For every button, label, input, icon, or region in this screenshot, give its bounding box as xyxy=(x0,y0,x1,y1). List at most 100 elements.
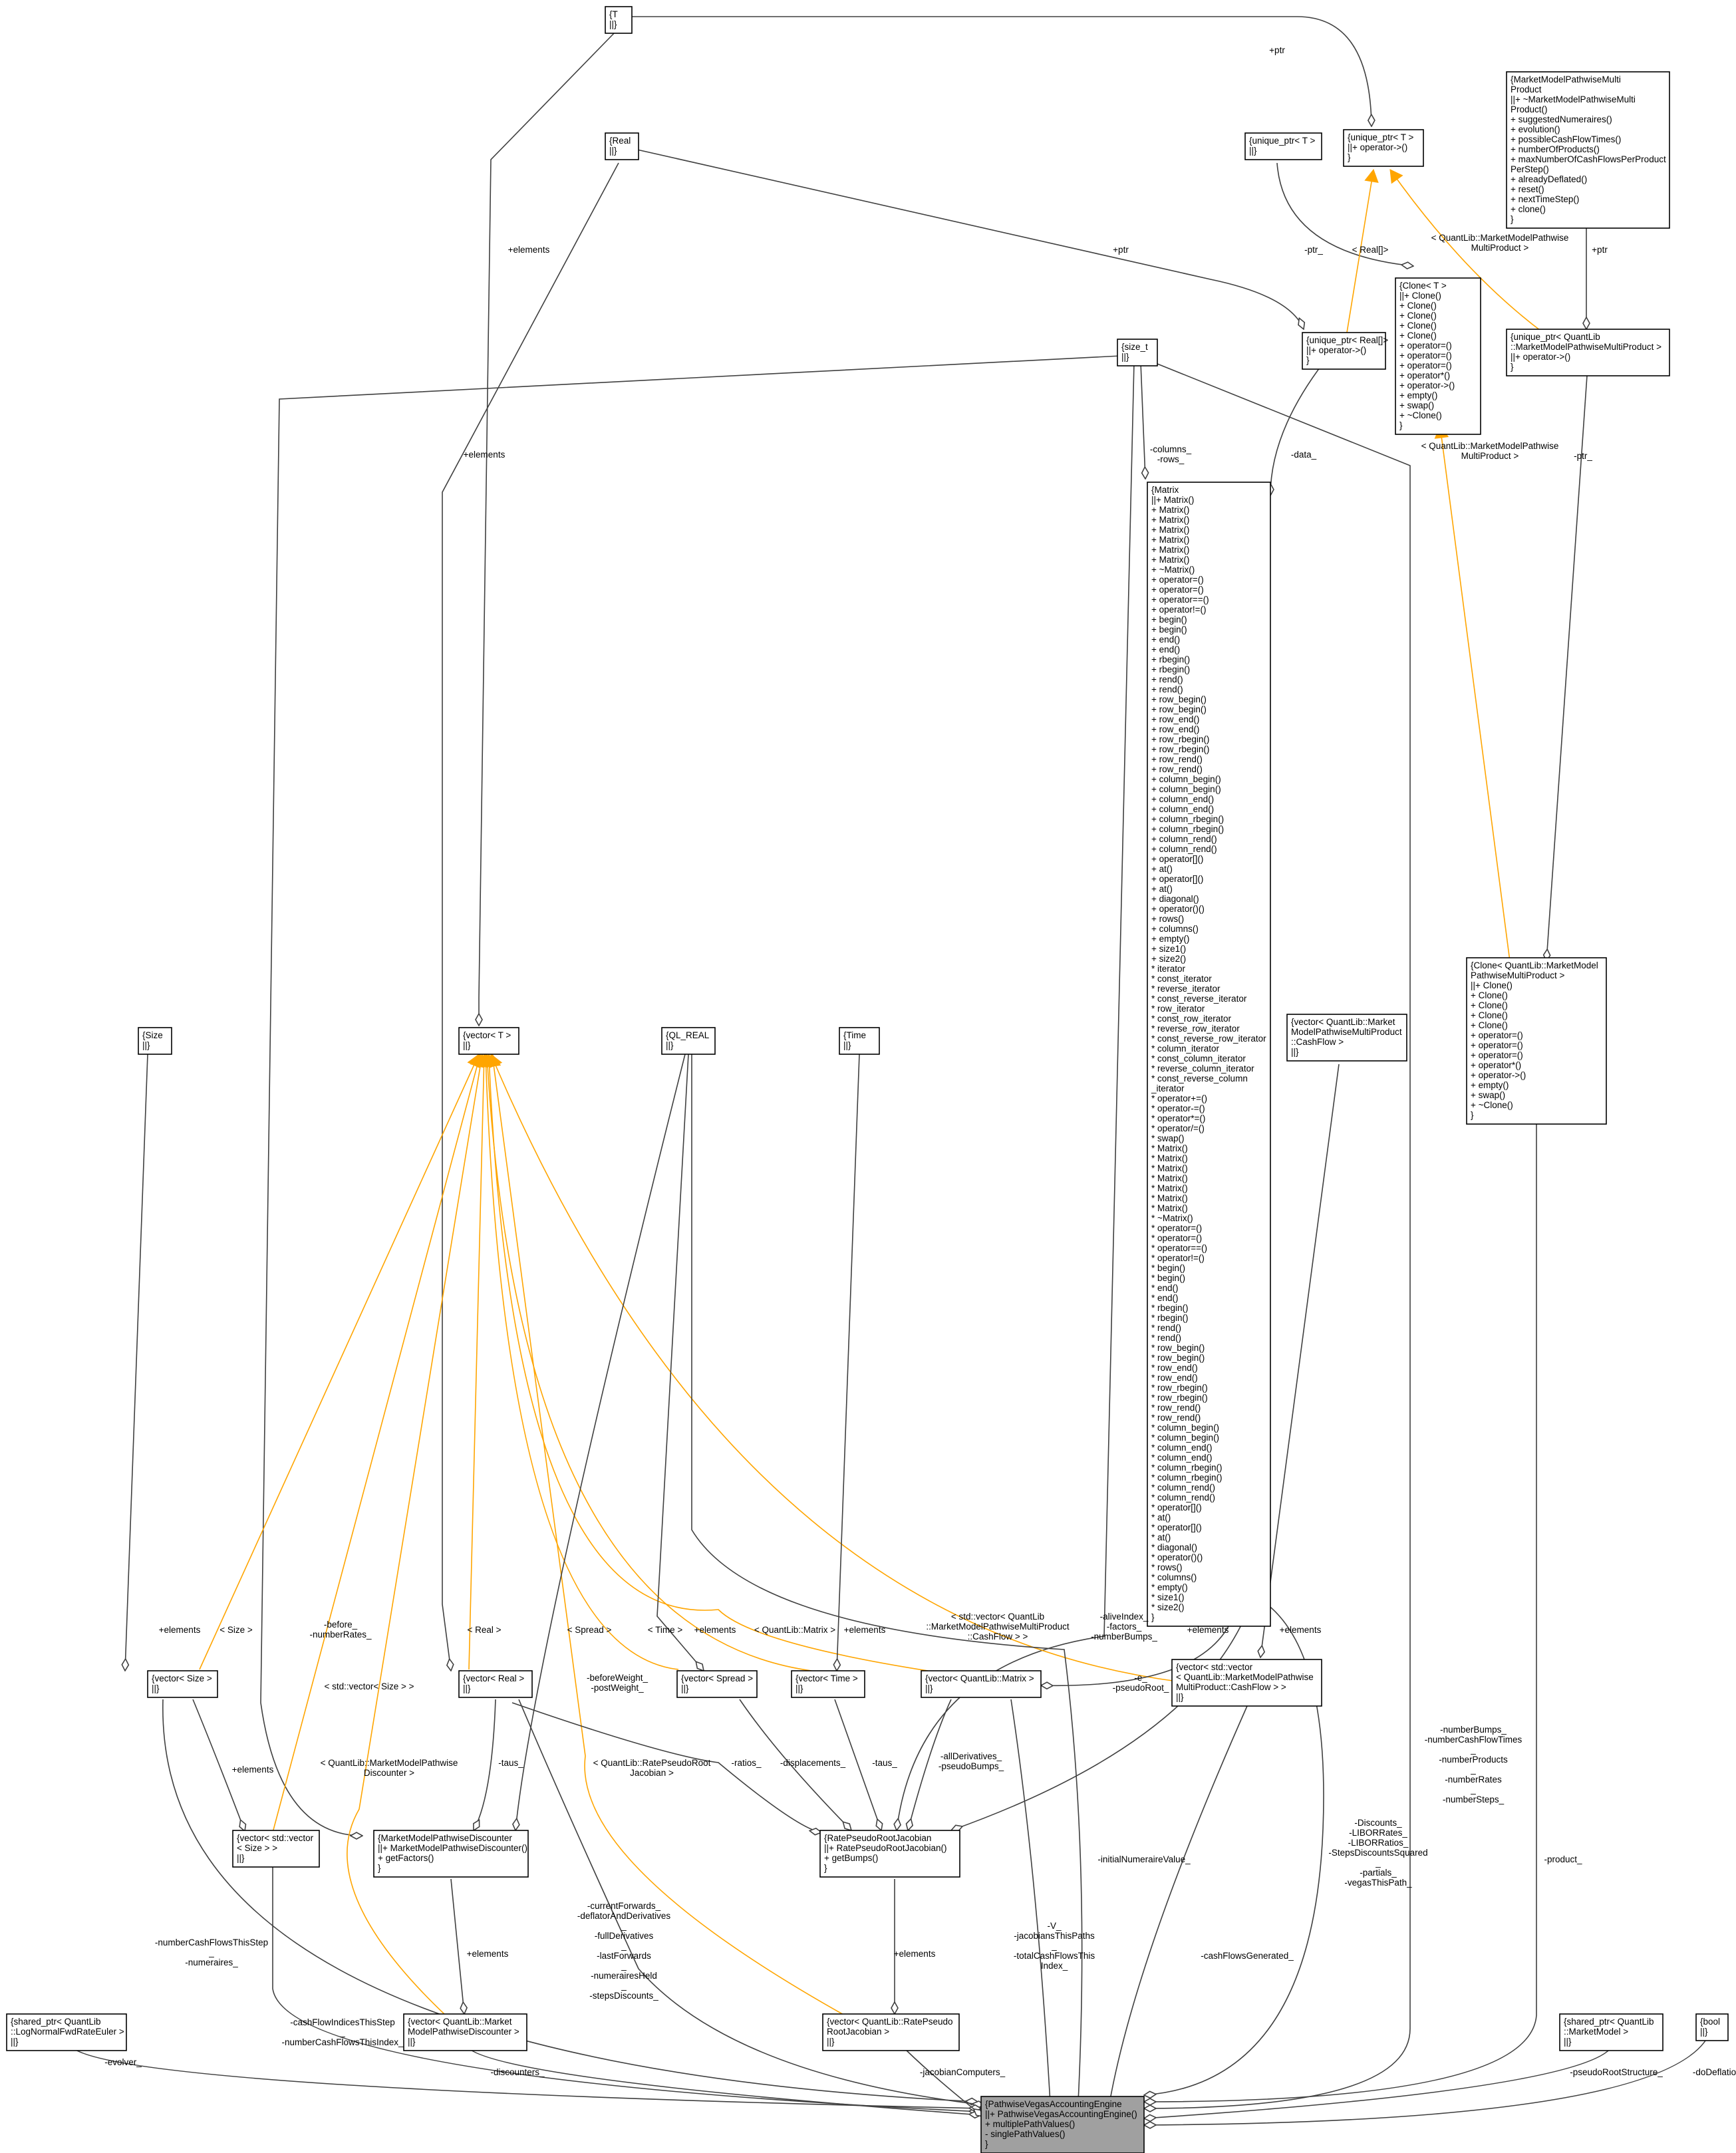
class-box xyxy=(661,1027,716,1055)
class-node-T[interactable]: {T||} xyxy=(605,6,633,34)
class-text-line: + column_rbegin() xyxy=(1151,814,1224,824)
edge-label-alive: -numberBumps_ xyxy=(1091,1632,1157,1642)
edge-bool-main xyxy=(1144,2021,1713,2125)
class-text-line: + Clone() xyxy=(1399,301,1437,311)
class-node-vectorT[interactable]: {vector< T >||} xyxy=(458,1027,519,1055)
class-text-line: * row_begin() xyxy=(1151,1353,1205,1363)
class-text-line: + operator=() xyxy=(1151,575,1204,585)
edge-label-disc: -LIBORRates_ xyxy=(1349,1828,1407,1838)
edge-vectorT-vecSize xyxy=(199,1054,479,1670)
class-node-mmpd[interactable]: {MarketModelPathwiseDiscounter||+ Market… xyxy=(373,1830,529,1878)
class-text-line: + multiplePathValues() xyxy=(985,2119,1075,2129)
class-node-vecSpread[interactable]: {vector< Spread >||} xyxy=(676,1670,758,1698)
edge-label-clone_tmpl: MultiProduct > xyxy=(1461,451,1519,461)
class-text-line: * reverse_row_iterator xyxy=(1151,1024,1240,1034)
class-node-main[interactable]: {PathwiseVegasAccountingEngine||+ Pathwi… xyxy=(980,2096,1145,2153)
class-text-line: {Matrix xyxy=(1151,485,1179,495)
class-text-line: * begin() xyxy=(1151,1273,1185,1283)
class-text-line: * empty() xyxy=(1151,1582,1188,1592)
class-text-line: {RatePseudoRootJacobian xyxy=(824,1833,931,1843)
class-node-vecMatrix[interactable]: {vector< QuantLib::Matrix >||} xyxy=(921,1670,1042,1698)
class-text-line: + suggestedNumeraires() xyxy=(1511,114,1612,124)
class-text-line: ||+ ~MarketModelPathwiseMulti xyxy=(1511,94,1636,104)
class-text-line: MultiProduct::CashFlow > > xyxy=(1176,1682,1286,1692)
class-text-line: {QL_REAL xyxy=(666,1030,710,1040)
edge-label-disc: -StepsDiscountsSquared xyxy=(1328,1848,1427,1858)
class-text-line: {Real xyxy=(609,136,631,146)
edge-vectorT-vecMatrix xyxy=(489,1054,929,1671)
edge-label-v_jac: Index_ xyxy=(1041,1961,1068,1971)
class-text-line: {Clone< QuantLib::MarketModel xyxy=(1471,960,1598,970)
class-node-size[interactable]: {Size||} xyxy=(138,1027,172,1055)
class-node-vecRPRJ[interactable]: {vector< QuantLib::RatePseudoRootJacobia… xyxy=(822,2013,960,2051)
class-box xyxy=(458,1670,533,1698)
class-text-line: ||} xyxy=(1249,146,1257,156)
edges xyxy=(69,16,1713,2125)
class-text-line: {vector< std::vector xyxy=(1176,1662,1253,1672)
class-node-vecSize[interactable]: {vector< Size >||} xyxy=(147,1670,218,1698)
class-node-cloneT[interactable]: {Clone< T >||+ Clone()+ Clone()+ Clone()… xyxy=(1395,277,1481,435)
class-node-uniqueRealArr[interactable]: {unique_ptr< Real[]>||+ operator->()} xyxy=(1302,332,1388,370)
edge-evolver-main xyxy=(69,2045,981,2108)
class-text-line: * operator[]() xyxy=(1151,1522,1202,1532)
class-text-line: * operator()() xyxy=(1151,1552,1203,1562)
edge-label-alld: -pseudoBumps_ xyxy=(939,1761,1004,1771)
class-text-line: ||} xyxy=(1700,2027,1708,2037)
class-node-matrix[interactable]: {Matrix||+ Matrix()+ Matrix()+ Matrix()+… xyxy=(1147,482,1271,1627)
class-text-line: + possibleCashFlowTimes() xyxy=(1511,134,1621,144)
class-node-sizet[interactable]: {size_t||} xyxy=(1117,339,1158,366)
class-text-line: + end() xyxy=(1151,645,1180,654)
edge-label-rprj_tmpl: < QuantLib::RatePseudoRoot xyxy=(593,1758,711,1768)
class-node-qlreal[interactable]: {QL_REAL||} xyxy=(661,1027,716,1055)
edge-label-cfits: -cashFlowIndicesThisStep xyxy=(290,2017,395,2027)
class-node-vecCashFlow[interactable]: {vector< QuantLib::MarketModelPathwiseMu… xyxy=(1286,1014,1407,1062)
class-text-line: * row_end() xyxy=(1151,1373,1198,1383)
class-node-vecTime[interactable]: {vector< Time >||} xyxy=(791,1670,865,1698)
edge-uniqueRealArr-uniqueTop xyxy=(1346,170,1374,333)
class-box xyxy=(1302,332,1386,370)
class-node-bool[interactable]: {bool||} xyxy=(1695,2013,1729,2041)
class-node-mmpmp[interactable]: {MarketModelPathwiseMultiProduct||+ ~Mar… xyxy=(1506,71,1670,229)
class-text-line: + operator->() xyxy=(1399,380,1455,390)
class-node-cloneMMP[interactable]: {Clone< QuantLib::MarketModelPathwiseMul… xyxy=(1466,957,1607,1125)
class-node-uniqueT[interactable]: {unique_ptr< T >||} xyxy=(1244,132,1322,160)
class-node-real[interactable]: {Real||} xyxy=(605,132,639,160)
edge-label-taus1: -taus_ xyxy=(498,1758,523,1768)
class-text-line: + getBumps() xyxy=(824,1853,878,1863)
edge-label-mmpd_tmpl: Discounter > xyxy=(364,1768,414,1778)
edge-label-curfwd: -numerairesHeld xyxy=(591,1971,657,1981)
edge-size-vecSize xyxy=(125,1054,148,1671)
class-text-line: * begin() xyxy=(1151,1263,1185,1273)
class-box xyxy=(1466,957,1607,1125)
class-text-line: ||+ Clone() xyxy=(1399,291,1441,301)
class-text-line: } xyxy=(1471,1110,1474,1120)
class-text-line: + column_rbegin() xyxy=(1151,824,1224,834)
edge-label-disc: -partials_ xyxy=(1360,1868,1397,1878)
class-text-line: + operator=() xyxy=(1471,1040,1523,1050)
class-text-line: + rend() xyxy=(1151,684,1183,694)
class-box xyxy=(1395,277,1481,435)
class-text-line: + operator*() xyxy=(1399,370,1450,380)
class-node-uniqueTop[interactable]: {unique_ptr< T >||+ operator->()} xyxy=(1343,129,1424,167)
class-node-sharedMM[interactable]: {shared_ptr< QuantLib::MarketModel >||} xyxy=(1559,2013,1664,2051)
class-text-line: ||} xyxy=(463,1040,471,1050)
class-node-time[interactable]: {Time||} xyxy=(839,1027,880,1055)
class-node-sharedEvolver[interactable]: {shared_ptr< QuantLib::LogNormalFwdRateE… xyxy=(6,2013,127,2051)
edge-label-bw: -beforeWeight_ xyxy=(587,1673,649,1683)
class-box xyxy=(1171,1659,1322,1707)
class-text-line: * column_rend() xyxy=(1151,1483,1215,1493)
edge-label-nb: -numberBumps_ xyxy=(1440,1725,1507,1735)
class-text-line: + operator==() xyxy=(1151,595,1209,605)
class-text-line: + swap() xyxy=(1471,1090,1505,1100)
class-node-vecMMPD[interactable]: {vector< QuantLib::MarketModelPathwiseDi… xyxy=(403,2013,527,2051)
class-node-vecVecSize[interactable]: {vector< std::vector< Size > >||} xyxy=(232,1830,320,1868)
class-text-line: * size1() xyxy=(1151,1592,1185,1602)
class-node-rprj[interactable]: {RatePseudoRootJacobian||+ RatePseudoRoo… xyxy=(819,1830,960,1878)
class-node-vecReal[interactable]: {vector< Real >||} xyxy=(458,1670,533,1698)
class-text-line: + swap() xyxy=(1399,400,1434,410)
class-node-vecVecCashFlow[interactable]: {vector< std::vector< QuantLib::MarketMo… xyxy=(1171,1659,1322,1707)
class-text-line: + Clone() xyxy=(1471,990,1508,1000)
class-text-line: + operator[]() xyxy=(1151,854,1203,864)
class-node-uniqueMMP[interactable]: {unique_ptr< QuantLib::MarketModelPathwi… xyxy=(1506,329,1670,376)
edge-label-ptr2: -ptr_ xyxy=(1574,451,1592,461)
